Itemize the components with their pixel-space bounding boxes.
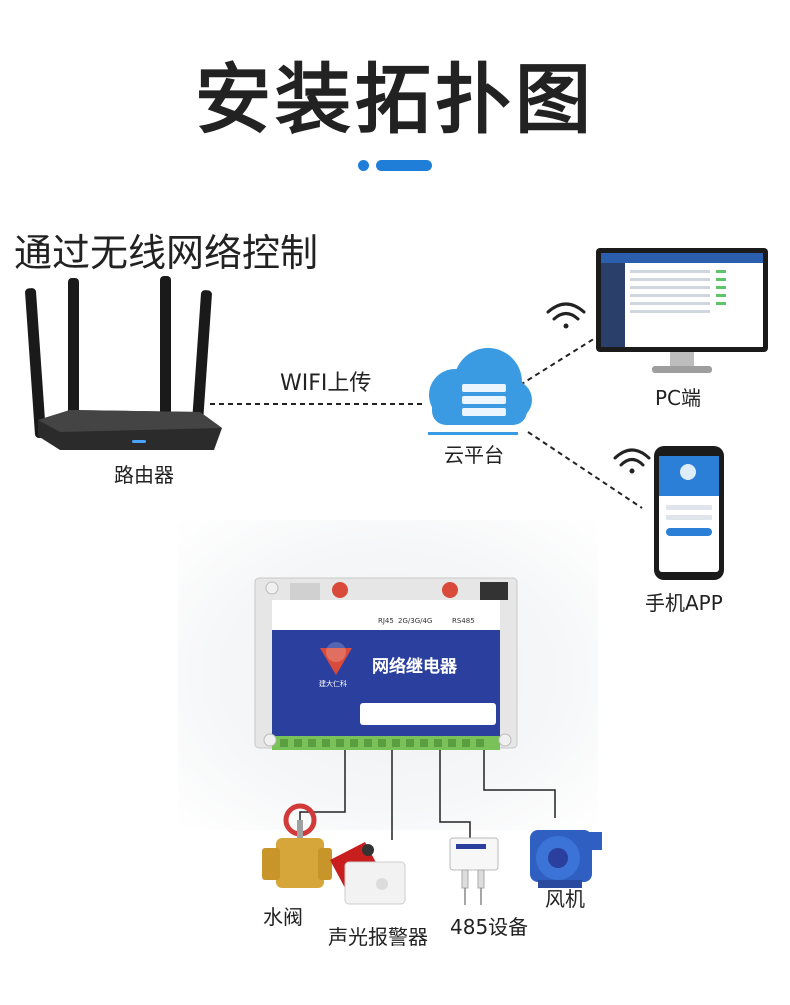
fan-label: 风机 [545,887,585,911]
relay-device: RJ45 2G/3G/4G RS485 建大仁科 网络继电器 [254,577,518,750]
monitor-icon [596,248,768,373]
app-label: 手机APP [645,591,723,615]
device-name: 网络继电器 [372,656,458,677]
router-label: 路由器 [114,463,174,487]
cloud-app-link [527,431,643,509]
wifi-upload-label: WIFI上传 [280,371,371,396]
sensor-icon [449,837,499,905]
load-wires [299,750,556,840]
pc-label: PC端 [655,386,701,410]
router-icon [25,276,222,450]
phone-icon [654,446,724,580]
rs485-label: 485设备 [450,915,528,939]
subtitle: 通过无线网络控制 [14,231,319,275]
device-brand: 建大仁科 [319,679,347,688]
title-accent-bar [376,160,432,171]
port-label-rj45: RJ45 [378,617,394,625]
alarm-icon [330,842,406,905]
cloud-icon [428,348,532,435]
port-label-cellular: 2G/3G/4G [398,617,432,625]
page-title: 安装拓扑图 [195,55,595,144]
port-label-rs485: RS485 [452,617,475,625]
valve-label: 水阀 [263,905,303,929]
wifi-icon-phone [613,448,651,474]
title-accent-dot [358,160,369,171]
valve-icon [262,803,332,888]
fan-icon [530,830,602,888]
cloud-pc-link [519,334,601,386]
cloud-label: 云平台 [444,443,504,467]
alarm-label: 声光报警器 [328,925,428,949]
wifi-icon-pc [546,302,586,329]
